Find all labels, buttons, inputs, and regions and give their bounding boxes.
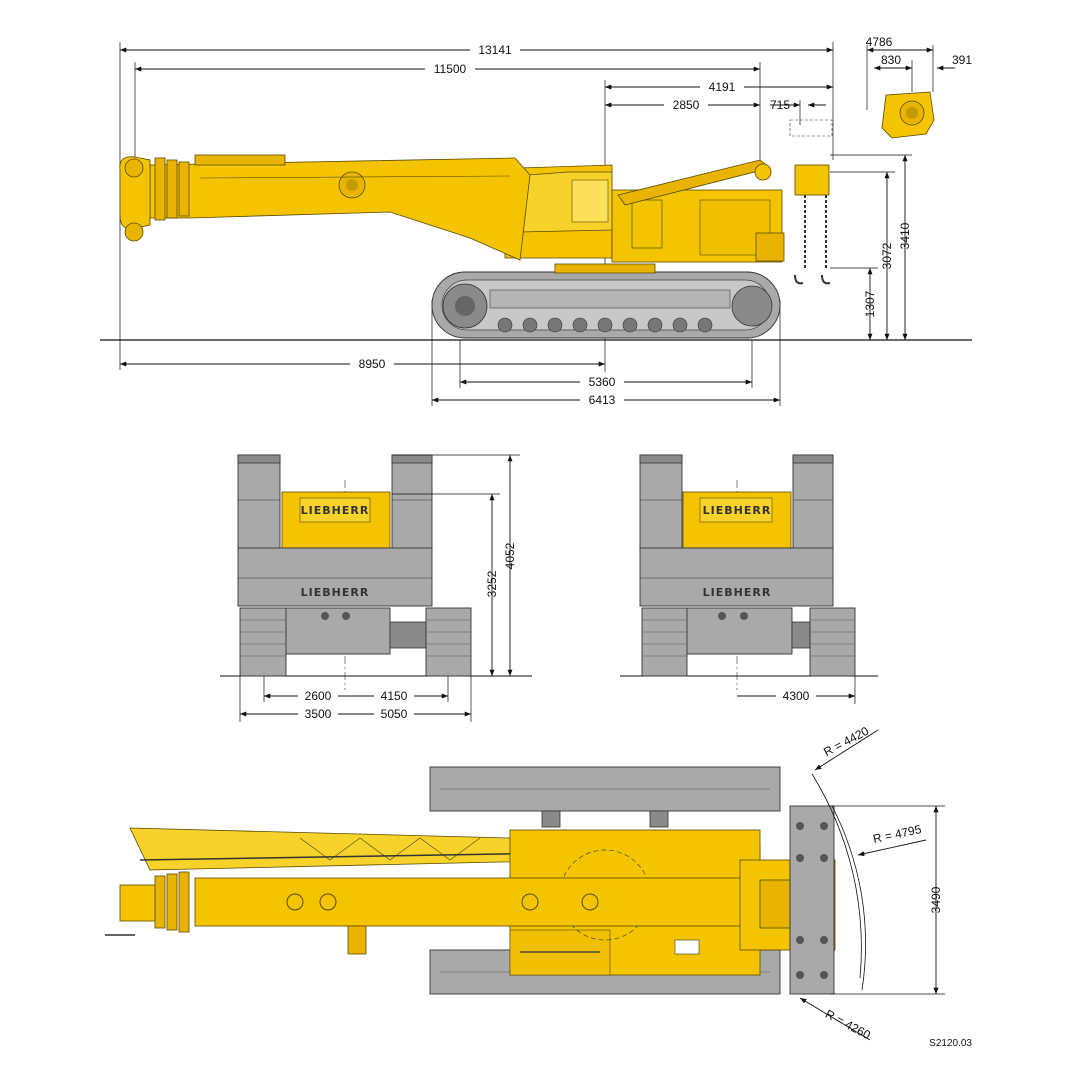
hook-block: [789, 119, 833, 285]
side-view: 13141 11500 4191 2850 715 8950 5360 6413…: [100, 42, 972, 407]
radius-front-label: R = 4420: [821, 724, 871, 760]
radius-arc-4795: [831, 805, 866, 991]
slewing-ring: [554, 263, 656, 274]
dim-height-total: 4052: [503, 542, 517, 569]
dim-track-width-right: 4300: [783, 689, 810, 703]
dim-track-overall: 6413: [589, 393, 616, 407]
brand-label-upper-left: LIEBHERR: [301, 504, 370, 517]
radius-arc-4420: [811, 773, 862, 979]
dim-cab-height: 3072: [880, 242, 894, 269]
dim-track-inner: 2600: [305, 689, 332, 703]
detail-gap: 391: [952, 53, 972, 67]
front-view-right: LIEBHERR LIEBHERR 4300: [620, 454, 878, 704]
dim-track-contact: 5360: [589, 375, 616, 389]
dim-extended-inner: 4150: [381, 689, 408, 703]
detail-overall: 4786: [866, 35, 893, 49]
dim-overall-height: 3410: [898, 222, 912, 249]
dim-top-width: 3490: [929, 886, 943, 913]
detail-width: 830: [881, 53, 901, 67]
radius-rear-label: R = 4260: [823, 1007, 873, 1043]
dim-length-boom-head: 11500: [434, 62, 467, 76]
brand-label-counterweight-right: LIEBHERR: [703, 586, 772, 599]
cab-window: [571, 179, 609, 223]
superstructure: [504, 159, 785, 263]
dim-front-to-center: 8950: [359, 357, 386, 371]
top-view: R = 4420 R = 4795 R = 4260 3490: [105, 724, 945, 1043]
dim-track-height: 1307: [863, 290, 877, 317]
brand-label-upper-right: LIEBHERR: [703, 504, 772, 517]
detail-view: 4786 830 391: [866, 35, 972, 139]
dim-height-upper: 3252: [485, 570, 499, 597]
top-boom: [105, 871, 756, 955]
dim-counterweight-from-center: 2850: [673, 98, 700, 112]
dim-track-outer: 3500: [305, 707, 332, 721]
dim-overall-length: 13141: [478, 43, 512, 57]
dim-extended-outer: 5050: [381, 707, 408, 721]
side-track: [431, 271, 781, 339]
boom: [119, 154, 531, 261]
drawing-reference-code: S2120.03: [929, 1038, 972, 1049]
front-view-left: LIEBHERR LIEBHERR 4052 3252: [220, 454, 532, 722]
dim-rear-from-center: 4191: [709, 80, 736, 94]
brand-label-counterweight-left: LIEBHERR: [301, 586, 370, 599]
dim-hook-offset: 715: [770, 98, 790, 112]
rear-counterweight: [789, 805, 835, 995]
